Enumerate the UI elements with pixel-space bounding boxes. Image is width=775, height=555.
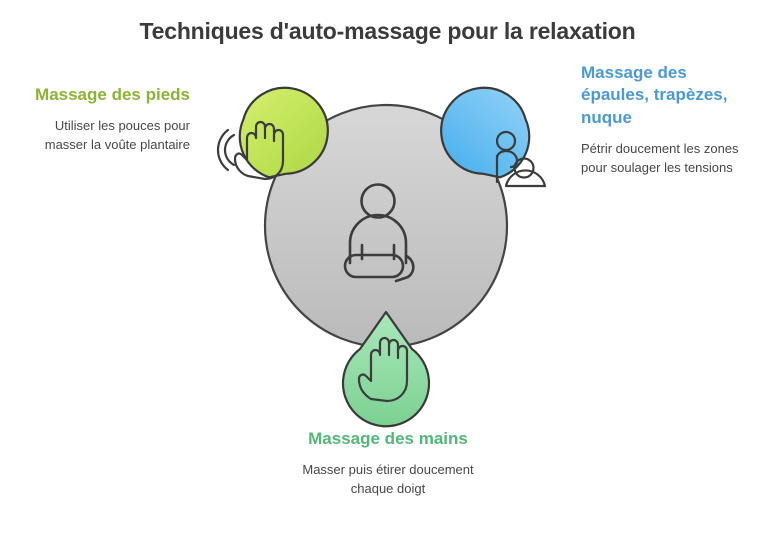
- badge-shoulders[interactable]: [433, 80, 547, 188]
- node-block-hands: Massage des mains Masser puis étirer dou…: [300, 428, 476, 499]
- node-block-shoulders: Massage des épaules, trapèzes, nuque Pét…: [581, 62, 757, 178]
- page-title: Techniques d'auto-massage pour la relaxa…: [139, 18, 636, 44]
- waving-hand-icon: [216, 120, 285, 181]
- badge-shoulders-shape: [440, 86, 531, 179]
- node-heading-shoulders: Massage des épaules, trapèzes, nuque: [581, 63, 728, 127]
- node-heading-feet: Massage des pieds: [35, 85, 190, 104]
- open-hand-icon: [357, 336, 409, 403]
- node-body-shoulders: Pétrir doucement les zones pour soulager…: [581, 141, 739, 176]
- node-body-feet: Utiliser les pouces pour masser la voûte…: [44, 118, 190, 153]
- badge-feet[interactable]: [216, 80, 336, 183]
- center-circle-group: [263, 103, 509, 349]
- badge-feet-shape: [238, 86, 329, 179]
- node-heading-hands: Massage des mains: [308, 429, 468, 448]
- badge-hands[interactable]: [341, 310, 431, 428]
- node-body-hands: Masser puis étirer doucement chaque doig…: [302, 462, 474, 497]
- badge-hands-shape: [341, 310, 431, 428]
- meditating-person-icon: [343, 183, 415, 283]
- node-block-feet: Massage des pieds Utiliser les pouces po…: [18, 84, 190, 155]
- shoulder-massage-icon: [495, 130, 547, 188]
